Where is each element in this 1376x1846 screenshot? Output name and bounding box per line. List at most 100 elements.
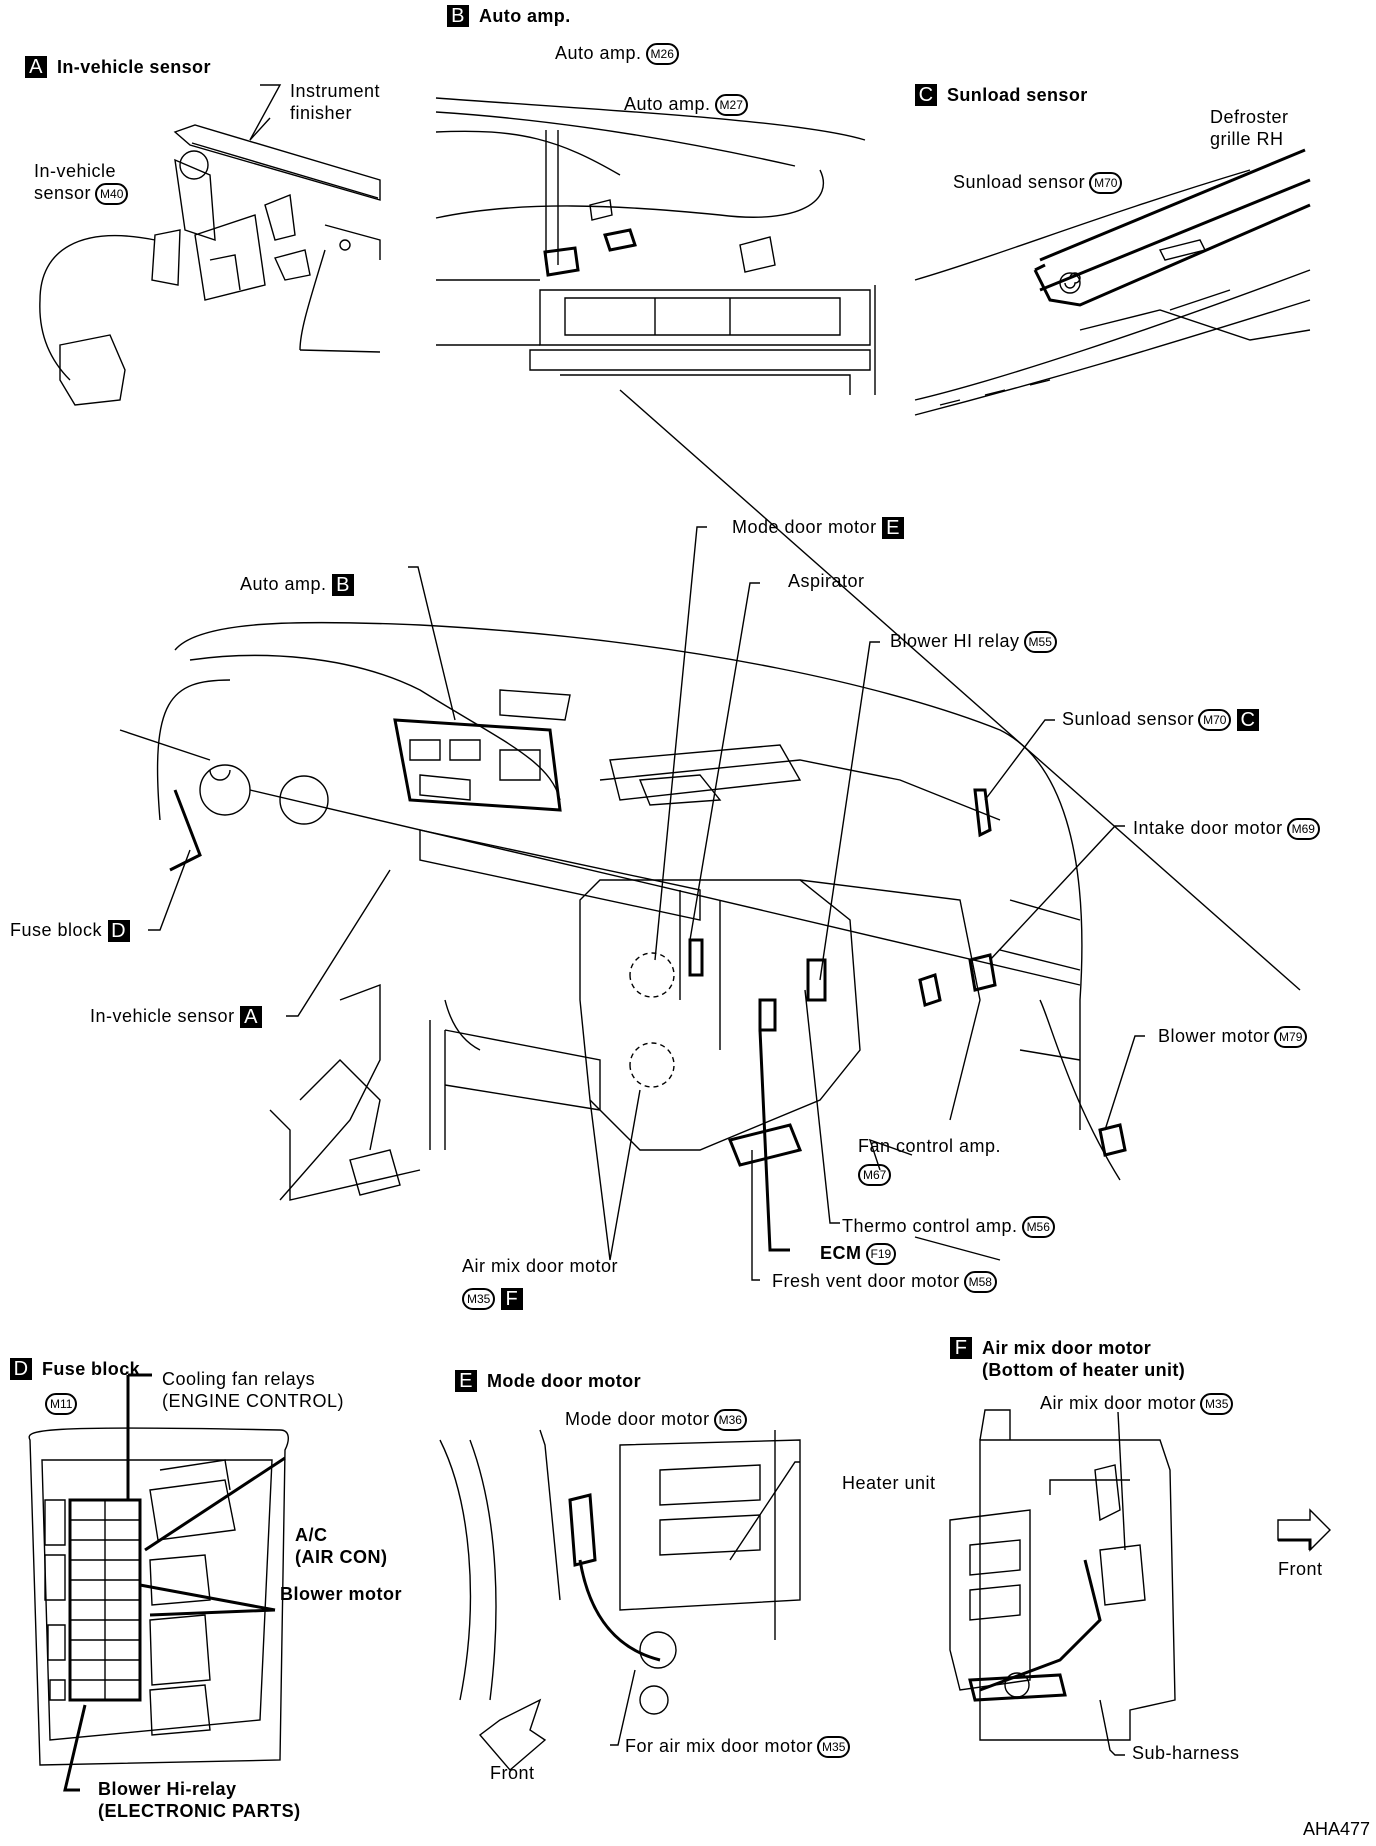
- cooling-fan-relays-line2: (ENGINE CONTROL): [162, 1391, 345, 1411]
- badge-f-ref: F: [500, 1288, 523, 1311]
- fan-control-amp-text: Fan control amp.: [858, 1136, 1002, 1156]
- sunload-sensor-text: Sunload sensor: [953, 172, 1086, 192]
- air-mix-door-motor-text: Air mix door motor: [462, 1256, 619, 1276]
- air-mix-door-motor-drawing: [949, 1409, 1331, 1756]
- connector-m70-main: M70: [1198, 709, 1232, 732]
- fuse-block-text: Fuse block: [10, 920, 103, 940]
- mode-door-motor-label: Mode door motor E: [732, 516, 905, 540]
- auto-amp-m26-text: Auto amp.: [555, 43, 642, 63]
- instrument-finisher-label: Instrument finisher: [290, 80, 380, 124]
- badge-a: A: [25, 56, 47, 78]
- badge-c: C: [915, 84, 937, 106]
- connector-m58: M58: [963, 1271, 997, 1294]
- connector-m11: M11: [45, 1393, 78, 1416]
- figure-code: AHA477: [1302, 1819, 1370, 1839]
- badge-f: F: [950, 1337, 972, 1359]
- defroster-line1: Defroster: [1210, 107, 1289, 127]
- defroster-grille-label: Defroster grille RH: [1210, 106, 1289, 150]
- connector-m40: M40: [95, 183, 129, 206]
- sunload-sensor-drawing: [914, 148, 1311, 416]
- fan-control-amp-label: Fan control amp. M67: [858, 1135, 1002, 1187]
- in-vehicle-sensor-line2: sensor: [34, 183, 92, 203]
- ac-line1: A/C: [295, 1525, 328, 1545]
- blower-motor-fuse-label: Blower motor: [280, 1584, 403, 1604]
- panel-f-header: F Air mix door motor (Bottom of heater u…: [950, 1337, 1185, 1381]
- for-air-mix-text: For air mix door motor: [625, 1736, 814, 1756]
- connector-m56: M56: [1021, 1216, 1055, 1239]
- blower-hi-relay-text: Blower HI relay: [890, 631, 1020, 651]
- connector-m67: M67: [858, 1164, 892, 1187]
- panel-b-title: Auto amp.: [479, 6, 571, 26]
- badge-a-ref: A: [240, 1006, 263, 1029]
- connector-m55: M55: [1023, 631, 1057, 654]
- connector-m35-f: M35: [1200, 1393, 1234, 1416]
- instrument-finisher-line1: Instrument: [290, 81, 381, 101]
- cooling-fan-relays-label: Cooling fan relays (ENGINE CONTROL): [162, 1368, 344, 1412]
- panel-f-title: Air mix door motor (Bottom of heater uni…: [982, 1337, 1185, 1381]
- in-vehicle-sensor-drawing: [39, 84, 381, 406]
- badge-d-ref: D: [107, 920, 130, 943]
- badge-b-ref: B: [332, 574, 355, 597]
- front-arrow-e-label: Front: [490, 1763, 535, 1783]
- connector-m27: M27: [714, 94, 748, 117]
- intake-door-motor-text: Intake door motor: [1133, 818, 1283, 838]
- in-vehicle-sensor-main-label: In-vehicle sensor A: [90, 1005, 263, 1029]
- blower-hi-relay-fuse-label: Blower Hi-relay (ELECTRONIC PARTS): [98, 1778, 301, 1822]
- panel-b-header: B Auto amp.: [447, 5, 571, 27]
- cooling-fan-relays-line1: Cooling fan relays: [162, 1369, 316, 1389]
- mode-door-motor-drawing: [439, 1429, 801, 1771]
- in-vehicle-sensor-line1: In-vehicle: [34, 161, 117, 181]
- auto-amp-label: Auto amp. B: [240, 573, 355, 597]
- panel-d-header: D Fuse block: [10, 1358, 140, 1380]
- heater-unit-label: Heater unit: [842, 1473, 936, 1493]
- ac-relay-label: A/C (AIR CON): [295, 1524, 388, 1568]
- connector-f19: F19: [865, 1243, 897, 1266]
- instrument-finisher-line2: finisher: [290, 103, 353, 123]
- fuse-block-connector-label: M11: [45, 1392, 78, 1416]
- leader-lines: [148, 389, 1301, 1281]
- fuse-block-label: Fuse block D: [10, 919, 130, 943]
- blower-hi-relay-line2: (ELECTRONIC PARTS): [98, 1801, 301, 1821]
- defroster-line2: grille RH: [1210, 129, 1284, 149]
- thermo-control-amp-text: Thermo control amp.: [842, 1216, 1018, 1236]
- thermo-control-amp-label: Thermo control amp.M56: [842, 1215, 1055, 1239]
- front-arrow-f-label: Front: [1278, 1559, 1323, 1579]
- badge-c-ref: C: [1236, 709, 1259, 732]
- blower-motor-text: Blower motor: [1158, 1026, 1271, 1046]
- panel-d-title: Fuse block: [42, 1359, 141, 1379]
- air-mix-door-motor-f-text: Air mix door motor: [1040, 1393, 1197, 1413]
- auto-amp-m27-text: Auto amp.: [624, 94, 711, 114]
- connector-m70: M70: [1089, 172, 1123, 195]
- auto-amp-m27-label: Auto amp.M27: [624, 93, 748, 117]
- ac-line2: (AIR CON): [295, 1547, 388, 1567]
- connector-m35-e: M35: [817, 1736, 851, 1759]
- connector-m26: M26: [645, 43, 679, 66]
- blower-hi-relay-line1: Blower Hi-relay: [98, 1779, 237, 1799]
- sunload-sensor-main-text: Sunload sensor: [1062, 709, 1195, 729]
- mode-door-motor-m36-text: Mode door motor: [565, 1409, 710, 1429]
- auto-amp-drawing: [435, 97, 876, 395]
- fresh-vent-door-motor-text: Fresh vent door motor: [772, 1271, 960, 1291]
- in-vehicle-sensor-main-text: In-vehicle sensor: [90, 1006, 235, 1026]
- air-mix-door-motor-label: Air mix door motor M35 F: [462, 1255, 619, 1311]
- connector-m35: M35: [462, 1288, 496, 1311]
- panel-a-title: In-vehicle sensor: [57, 57, 211, 77]
- badge-e-ref: E: [882, 517, 905, 540]
- panel-f-title-line2: (Bottom of heater unit): [982, 1360, 1186, 1380]
- aspirator-label: Aspirator: [788, 571, 865, 591]
- badge-e: E: [455, 1370, 477, 1392]
- fuse-block-drawing: [28, 1373, 289, 1792]
- panel-e-header: E Mode door motor: [455, 1370, 641, 1392]
- auto-amp-text: Auto amp.: [240, 574, 327, 594]
